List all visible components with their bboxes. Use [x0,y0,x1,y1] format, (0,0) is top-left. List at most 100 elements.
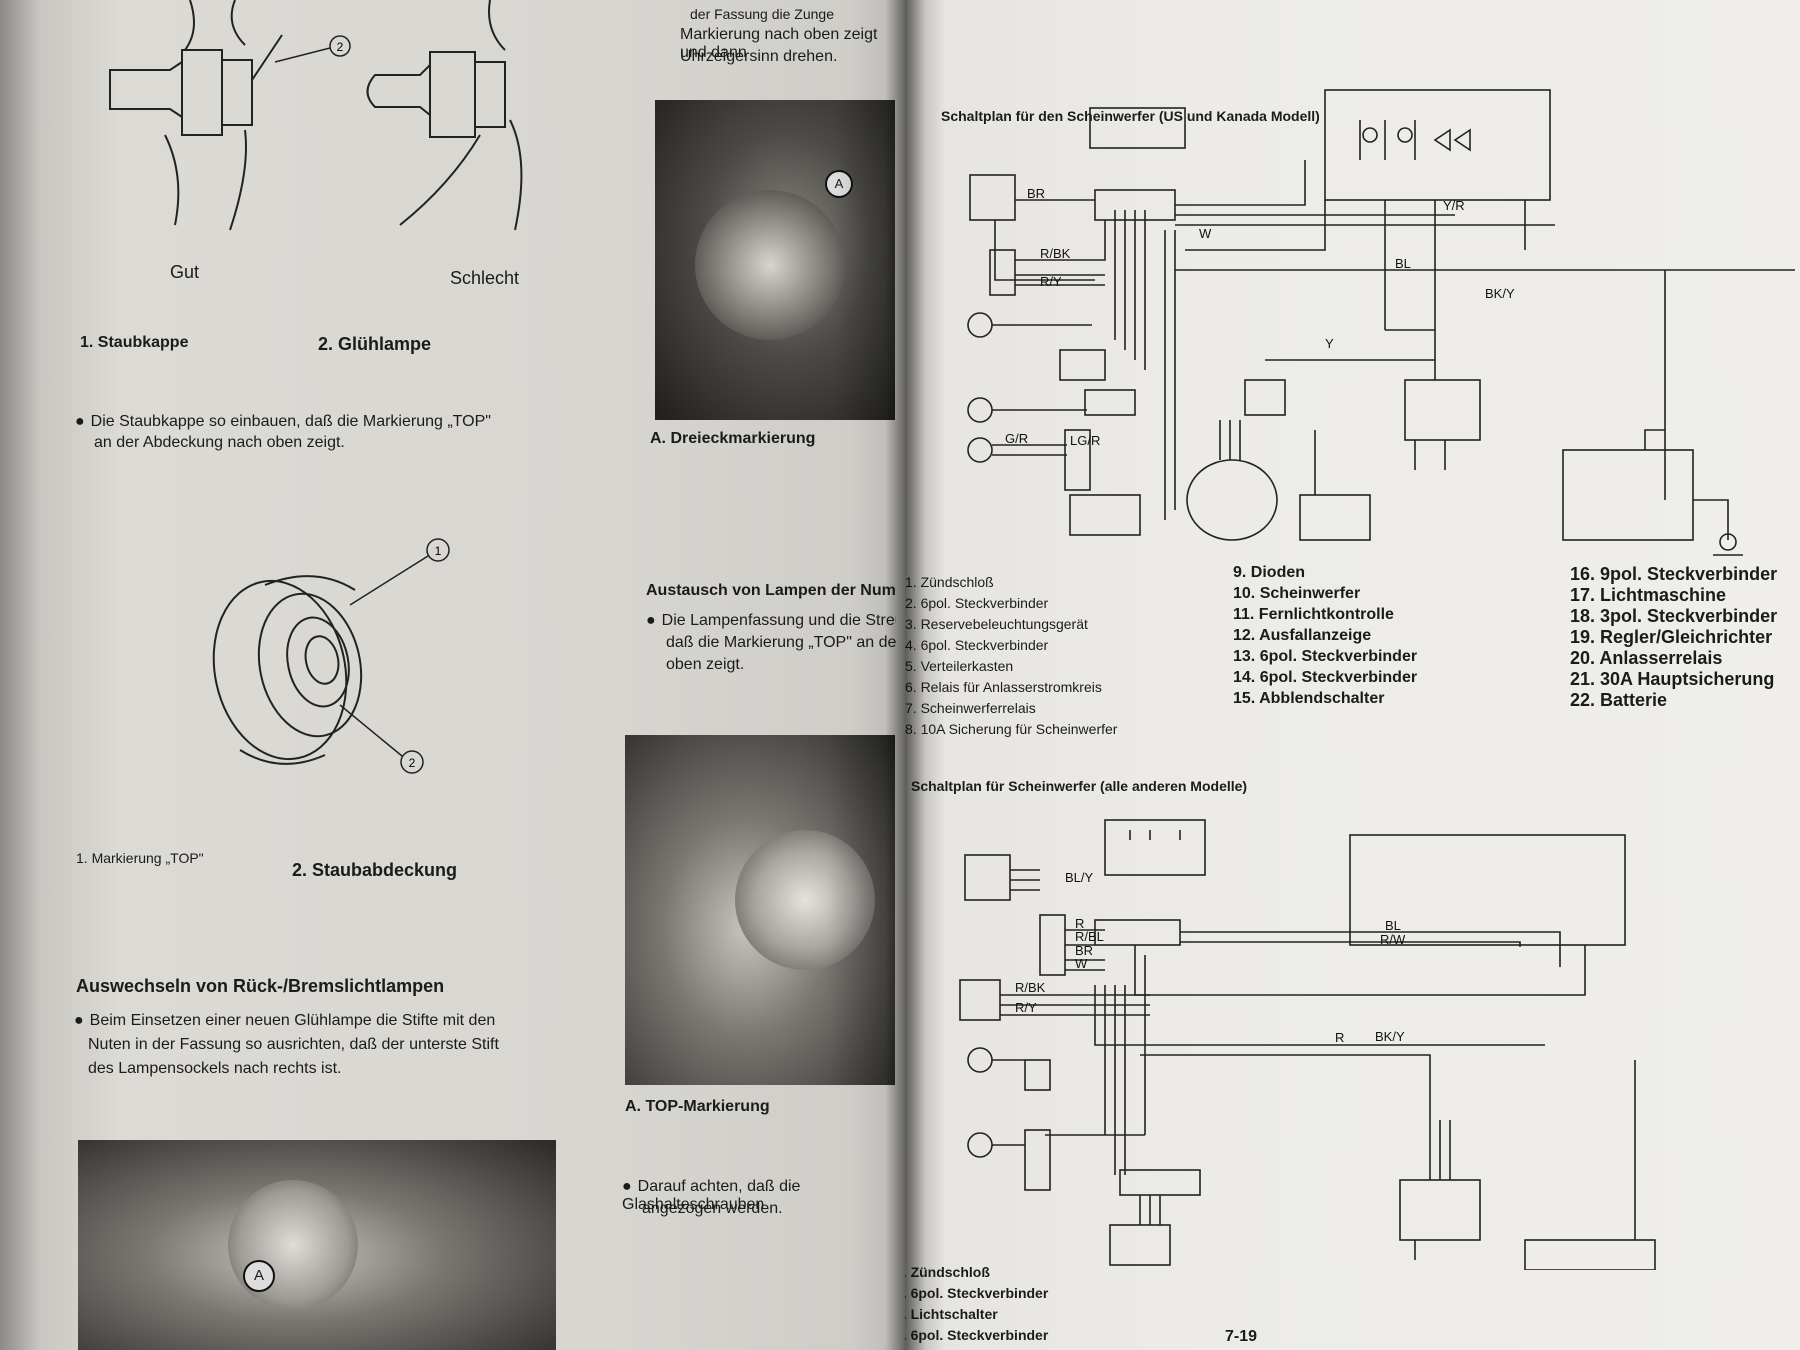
legend-markierung-top: 1. Markierung „TOP" [76,850,204,866]
legend1-column1: 1. Zündschloß 2. 6pol. Steckverbinder 3.… [905,572,1117,740]
photo-label-a: A [825,170,853,198]
legend-item: 16. 9pol. Steckverbinder [1570,564,1778,584]
bulb-installation-illustration: 2 [109,0,523,231]
legend-staubabdeckung: 2. Staubabdeckung [292,860,458,880]
caption-top-markierung: A. TOP-Markierung [625,1098,770,1115]
wire-label: R/BK [1040,246,1071,261]
legend-item: 7. Scheinwerferrelais [905,700,1036,716]
legend-item: 14. 6pol. Steckverbinder [1233,669,1418,686]
legend-item: 20. Anlasserrelais [1570,648,1723,668]
bullet-plate-lamp-line1: Die Lampenfassung und die Streuscheibe s… [646,612,896,630]
wire-label: BR [1027,186,1045,201]
headlight-photo: A [655,100,895,420]
legend-staubkappe: 1. Staubkappe [80,334,189,351]
legend-item: 4. 6pol. Steckverbinder [905,637,1049,653]
wiring-diagram-other-models: R R/BL BR W BL R/W BK/Y R/BK R/Y R BL/Y [959,819,1656,1270]
legend-item: 21. 30A Hauptsicherung [1570,669,1775,689]
legend-item: 4. 6pol. Steckverbinder [905,1327,1049,1343]
page-number: 7-19 [1225,1328,1258,1345]
label-bad: Schlecht [450,268,520,288]
bullet-plate-lamp-line2: daß die Markierung „TOP" an der Streusch… [666,634,896,651]
wire-label: BR [1075,943,1093,958]
wire-label: G/R [1005,431,1028,446]
legend-item: 19. Regler/Gleichrichter [1570,627,1773,647]
battery [1562,449,1694,541]
photo-label-a: A [243,1260,275,1292]
wire-label: Y [1325,336,1334,351]
left-page: 2 Gut Schlecht 1. Staubkappe 2. Glühlamp… [0,0,905,1350]
wire-label: R/BL [1075,929,1104,944]
legend-item: 9. Dioden [1233,564,1306,581]
label-good: Gut [170,262,200,282]
legend-item: 22. Batterie [1570,690,1668,710]
junction-box [1324,89,1551,201]
wire-label: BL [1385,918,1401,933]
legend-item: 17. Lichtmaschine [1570,585,1727,605]
battery [1524,1239,1656,1270]
wire-label: R/W [1380,932,1406,947]
legend-item: 5. Verteilerkasten [905,658,1014,674]
top-text-line1: der Fassung die Zunge [690,6,834,22]
caption-dreieckmarkierung: A. Dreieckmarkierung [650,430,816,447]
wire-label: W [1075,956,1088,971]
legend-item: 12. Ausfallanzeige [1233,627,1372,644]
wire-label: R/Y [1015,1000,1037,1015]
diagram2-title: Schaltplan für Scheinwerfer (alle andere… [911,778,1248,794]
bullet-screws-line1: Darauf achten, daß die Glashalteschraube… [622,1178,905,1214]
bullet-plate-lamp-line3: oben zeigt. [666,656,745,673]
bullet-dust-cap-line2: an der Abdeckung nach oben zeigt. [94,434,345,451]
legend-item: 10. Scheinwerfer [1233,585,1361,602]
bullet-tail-lamp-line2: Nuten in der Fassung so ausrichten, daß … [88,1036,499,1053]
legend-item: 15. Abblendschalter [1233,690,1385,707]
legend1-column2: 9. Dioden 10. Scheinwerfer 11. Fernlicht… [1233,562,1417,709]
legend-item: 13. 6pol. Steckverbinder [1233,648,1418,665]
alternator [1186,459,1278,541]
legend-item: 3. Reservebeleuchtungsgerät [905,616,1088,632]
callout-number: 2 [337,40,344,54]
callout-number: 2 [409,756,416,770]
lamp-lens-image [735,830,875,970]
legend-item: 11. Fernlichtkontrolle [1233,606,1394,623]
diagram1-title: Schaltplan für den Scheinwerfer (US und … [941,108,1320,124]
bullet-tail-lamp-line3: des Lampensockels nach rechts ist. [88,1060,342,1077]
legend-item: 18. 3pol. Steckverbinder [1570,606,1778,626]
starter-relay [1399,1179,1481,1241]
legend-gluehlampe: 2. Glühlampe [318,334,432,354]
wire-label: BK/Y [1375,1029,1405,1044]
legend-item: 2. 6pol. Steckverbinder [905,595,1049,611]
reserve-lighting-unit [1089,107,1186,149]
legend-item: 1. Zündschloß [905,574,994,590]
legend-item: 3. Lichtschalter [905,1306,998,1322]
top-text-line3: Uhrzeigersinn drehen. [680,48,838,65]
legend-item: 1. Zündschloß [905,1264,990,1280]
section-title-plate-lamp: Austausch von Lampen der Nummernschildbe… [646,582,896,599]
starter-relay [1404,379,1481,441]
wire-label: R [1335,1030,1344,1045]
callout-number: 1 [435,544,442,558]
legend2-column1: 1. Zündschloß 2. 6pol. Steckverbinder 3.… [905,1262,1048,1346]
wire-label: R [1075,916,1084,931]
legend-item: 6. Relais für Anlasserstromkreis [905,679,1102,695]
wire-label: R/Y [1040,274,1062,289]
wire-label: BK/Y [1485,286,1515,301]
top-text-line2: Markierung nach oben zeigt und dann [680,26,878,61]
bullet-dust-cap-line1: Die Staubkappe so einbauen, daß die Mark… [75,413,491,431]
right-page: Schaltplan für den Scheinwerfer (US und … [905,0,1800,1350]
wiring-diagram-us-canada: BR W BL BK/Y R/BK R/Y LG/R G/R Y Y/R [967,89,1795,556]
legend1-column3: 16. 9pol. Steckverbinder 17. Lichtmaschi… [1570,564,1800,711]
junction-box [1349,834,1626,946]
wire-label: W [1199,226,1212,241]
legend-item: 2. 6pol. Steckverbinder [905,1285,1049,1301]
headlight-socket-image [695,190,845,340]
light-switch [1104,819,1206,876]
dust-cover-illustration: 1 2 [212,538,450,774]
book-gutter [885,0,925,1350]
wire-label: R/BK [1015,980,1046,995]
section-title-tail-lamp: Auswechseln von Rück-/Bremslichtlampen [76,976,445,996]
ground-symbol [1713,533,1743,556]
wire-label: BL/Y [1065,870,1094,885]
bullet-screws-line2: angezogen werden. [642,1200,783,1217]
legend-item: 8. 10A Sicherung für Scheinwerfer [905,721,1118,737]
bullet-tail-lamp-line1: Beim Einsetzen einer neuen Glühlampe die… [74,1012,496,1030]
wire-label: Y/R [1443,198,1465,213]
